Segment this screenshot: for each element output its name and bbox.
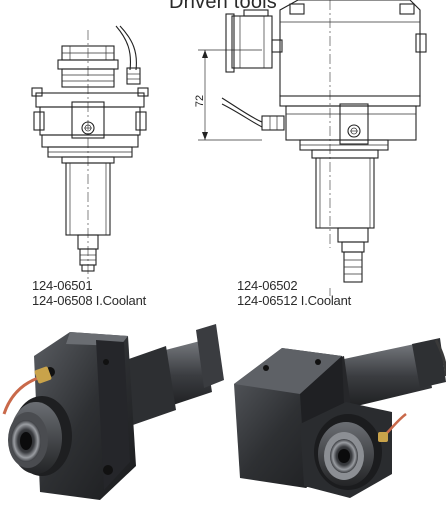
photo-axial-tool — [2, 324, 224, 500]
right-tool-part-number: 124-06502 — [237, 278, 298, 293]
dimension-72-label: 72 — [194, 95, 206, 107]
right-tool-caption: 124-06502 124-06512 I.Coolant — [237, 278, 351, 308]
left-tool-coolant-variant: 124-06508 I.Coolant — [32, 293, 147, 308]
drawing-radial-tool: 72 — [194, 0, 427, 296]
left-tool-part-number: 124-06501 — [32, 278, 93, 293]
left-tool-caption: 124-06501 124-06508 I.Coolant — [32, 278, 146, 308]
right-tool-coolant-variant: 124-06512 I.Coolant — [237, 293, 352, 308]
drawing-axial-tool — [31, 25, 149, 282]
photo-radial-tool — [234, 338, 446, 498]
